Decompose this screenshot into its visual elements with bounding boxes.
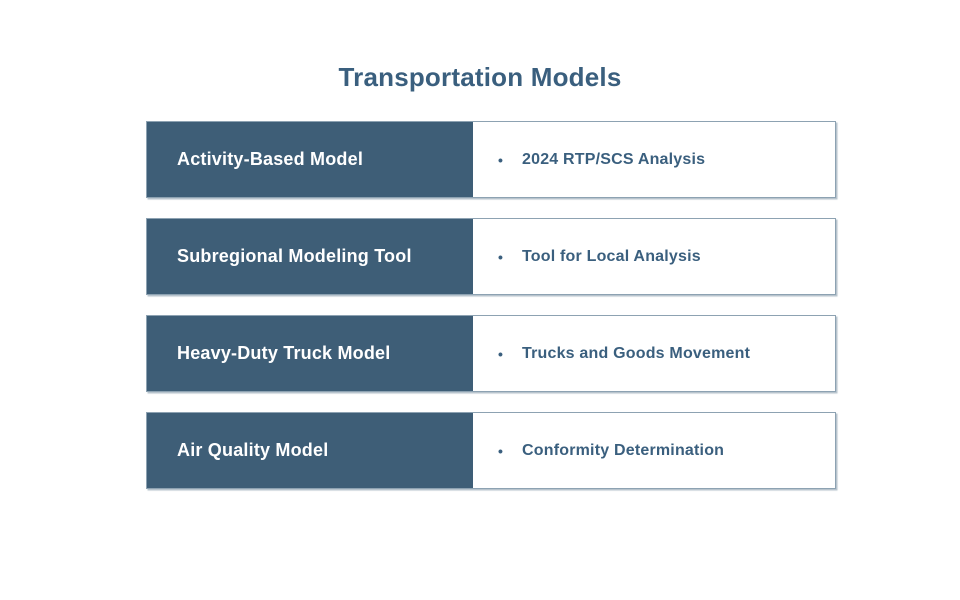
model-name-cell: Heavy-Duty Truck Model <box>147 316 473 391</box>
bullet-icon: • <box>498 248 503 265</box>
model-detail-cell: • Trucks and Goods Movement <box>473 316 835 391</box>
model-detail-text: Conformity Determination <box>522 441 725 459</box>
bullet-icon: • <box>498 442 503 459</box>
model-row-air-quality: Air Quality Model • Conformity Determina… <box>146 412 836 489</box>
model-detail-cell: • Conformity Determination <box>473 413 835 488</box>
model-name-label: Heavy-Duty Truck Model <box>177 343 391 363</box>
model-row-subregional: Subregional Modeling Tool • Tool for Loc… <box>146 218 836 295</box>
model-name-label: Air Quality Model <box>177 440 329 460</box>
model-detail-text: Trucks and Goods Movement <box>522 344 751 362</box>
model-name-label: Subregional Modeling Tool <box>177 246 412 266</box>
model-row-heavy-duty-truck: Heavy-Duty Truck Model • Trucks and Good… <box>146 315 836 392</box>
model-name-cell: Air Quality Model <box>147 413 473 488</box>
model-detail-text: 2024 RTP/SCS Analysis <box>522 150 706 168</box>
bullet-icon: • <box>498 151 503 168</box>
model-detail-text: Tool for Local Analysis <box>522 247 701 265</box>
models-list: Activity-Based Model • 2024 RTP/SCS Anal… <box>146 121 836 509</box>
model-name-label: Activity-Based Model <box>177 149 364 169</box>
model-name-cell: Subregional Modeling Tool <box>147 219 473 294</box>
model-detail-cell: • Tool for Local Analysis <box>473 219 835 294</box>
model-row-activity-based: Activity-Based Model • 2024 RTP/SCS Anal… <box>146 121 836 198</box>
bullet-icon: • <box>498 345 503 362</box>
model-detail-cell: • 2024 RTP/SCS Analysis <box>473 122 835 197</box>
model-name-cell: Activity-Based Model <box>147 122 473 197</box>
page-title: Transportation Models <box>338 62 622 92</box>
